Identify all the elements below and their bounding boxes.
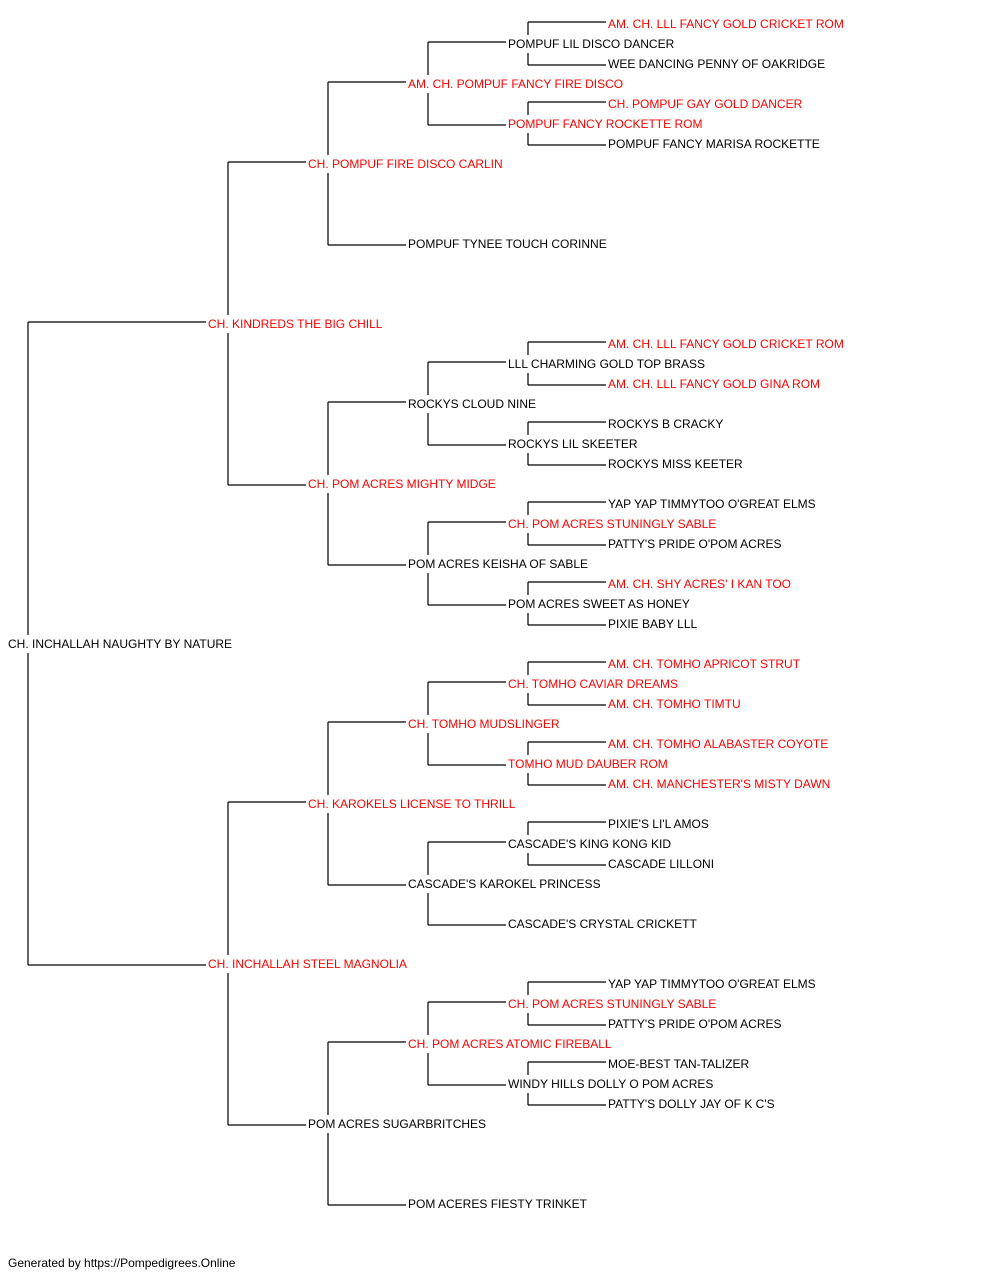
pedigree-node-gen4: TOMHO MUD DAUBER ROM: [508, 757, 668, 771]
pedigree-node-gen5: PIXIE'S LI'L AMOS: [608, 817, 709, 831]
pedigree-node-gen3: ROCKYS CLOUD NINE: [408, 397, 536, 411]
pedigree-node-gen5: ROCKYS B CRACKY: [608, 417, 723, 431]
pedigree-node-gen3: CH. TOMHO MUDSLINGER: [408, 717, 560, 731]
pedigree-node-gen5: YAP YAP TIMMYTOO O'GREAT ELMS: [608, 497, 816, 511]
pedigree-node-gen2: CH. POM ACRES MIGHTY MIDGE: [308, 477, 496, 491]
pedigree-node-gen5: CH. POMPUF GAY GOLD DANCER: [608, 97, 803, 111]
pedigree-node-gen5: WEE DANCING PENNY OF OAKRIDGE: [608, 57, 825, 71]
pedigree-node-gen3: POMPUF TYNEE TOUCH CORINNE: [408, 237, 607, 251]
pedigree-node-gen4: POMPUF LIL DISCO DANCER: [508, 37, 675, 51]
pedigree-node-gen5: CASCADE LILLONI: [608, 857, 714, 871]
pedigree-node-gen5: AM. CH. LLL FANCY GOLD CRICKET ROM: [608, 17, 844, 31]
pedigree-node-gen5: PATTY'S PRIDE O'POM ACRES: [608, 1017, 782, 1031]
pedigree-node-gen5: AM. CH. SHY ACRES' I KAN TOO: [608, 577, 791, 591]
pedigree-node-gen4: WINDY HILLS DOLLY O POM ACRES: [508, 1077, 713, 1091]
pedigree-node-gen5: AM. CH. MANCHESTER'S MISTY DAWN: [608, 777, 830, 791]
pedigree-node-gen4: ROCKYS LIL SKEETER: [508, 437, 638, 451]
pedigree-node-gen5: AM. CH. LLL FANCY GOLD CRICKET ROM: [608, 337, 844, 351]
pedigree-node-gen5: AM. CH. LLL FANCY GOLD GINA ROM: [608, 377, 820, 391]
pedigree-node-gen3: POM ACRES KEISHA OF SABLE: [408, 557, 588, 571]
pedigree-node-gen1: CH. KINDREDS THE BIG CHILL: [208, 317, 383, 331]
pedigree-node-gen5: AM. CH. TOMHO ALABASTER COYOTE: [608, 737, 828, 751]
pedigree-node-gen2: CH. POMPUF FIRE DISCO CARLIN: [308, 157, 503, 171]
pedigree-node-gen2: CH. KAROKELS LICENSE TO THRILL: [308, 797, 516, 811]
pedigree-node-gen0: CH. INCHALLAH NAUGHTY BY NATURE: [8, 637, 232, 651]
pedigree-node-gen3: POM ACERES FIESTY TRINKET: [408, 1197, 588, 1211]
pedigree-node-gen5: YAP YAP TIMMYTOO O'GREAT ELMS: [608, 977, 816, 991]
pedigree-node-gen5: PATTY'S DOLLY JAY OF K C'S: [608, 1097, 775, 1111]
pedigree-node-gen4: CH. POM ACRES STUNINGLY SABLE: [508, 517, 716, 531]
pedigree-node-gen5: PATTY'S PRIDE O'POM ACRES: [608, 537, 782, 551]
pedigree-node-gen5: AM. CH. TOMHO TIMTU: [608, 697, 741, 711]
pedigree-node-gen5: ROCKYS MISS KEETER: [608, 457, 743, 471]
pedigree-node-gen3: CASCADE'S KAROKEL PRINCESS: [408, 877, 601, 891]
pedigree-node-gen2: POM ACRES SUGARBRITCHES: [308, 1117, 486, 1131]
pedigree-node-gen4: CASCADE'S KING KONG KID: [508, 837, 671, 851]
pedigree-node-gen4: CH. TOMHO CAVIAR DREAMS: [508, 677, 678, 691]
pedigree-node-gen3: CH. POM ACRES ATOMIC FIREBALL: [408, 1037, 612, 1051]
pedigree-node-gen4: CASCADE'S CRYSTAL CRICKETT: [508, 917, 697, 931]
pedigree-node-gen4: POM ACRES SWEET AS HONEY: [508, 597, 690, 611]
pedigree-node-gen5: PIXIE BABY LLL: [608, 617, 697, 631]
footer-credit: Generated by https://Pompedigrees.Online: [8, 1256, 236, 1270]
pedigree-node-gen4: LLL CHARMING GOLD TOP BRASS: [508, 357, 705, 371]
pedigree-node-gen4: CH. POM ACRES STUNINGLY SABLE: [508, 997, 716, 1011]
pedigree-node-gen5: POMPUF FANCY MARISA ROCKETTE: [608, 137, 820, 151]
pedigree-node-gen4: POMPUF FANCY ROCKETTE ROM: [508, 117, 702, 131]
pedigree-node-gen1: CH. INCHALLAH STEEL MAGNOLIA: [208, 957, 407, 971]
pedigree-node-gen5: AM. CH. TOMHO APRICOT STRUT: [608, 657, 801, 671]
pedigree-node-gen5: MOE-BEST TAN-TALIZER: [608, 1057, 749, 1071]
pedigree-node-gen3: AM. CH. POMPUF FANCY FIRE DISCO: [408, 77, 623, 91]
